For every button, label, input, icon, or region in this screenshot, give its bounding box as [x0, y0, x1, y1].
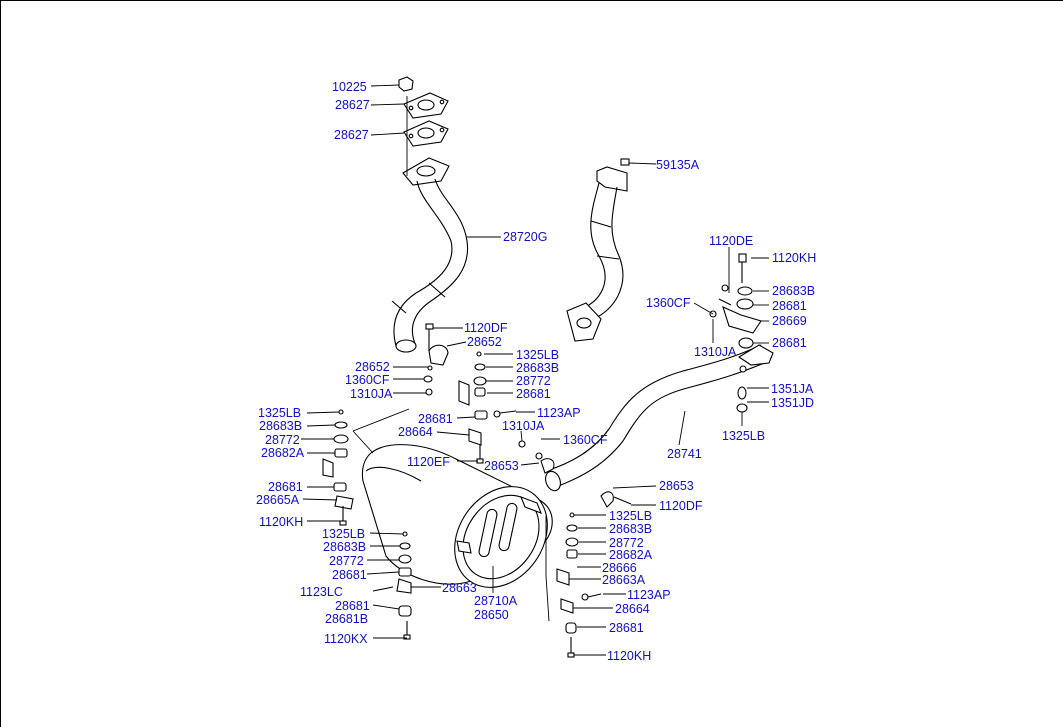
part-label: 1325LB [322, 527, 365, 541]
nut-10225 [398, 76, 414, 92]
part-label: 28772 [265, 433, 300, 447]
part-label: 28772 [329, 554, 364, 568]
part-label: 28653 [659, 479, 694, 493]
tail-pipe [545, 344, 774, 492]
center-pipe [566, 158, 630, 342]
part-label: 28653 [484, 459, 519, 473]
part-label: 1120DF [659, 499, 703, 513]
part-label: 28682A [261, 446, 305, 460]
part-label: 1310JA [694, 345, 737, 359]
part-label: 28663 [442, 581, 477, 595]
part-label: 10225 [332, 80, 367, 94]
part-label: 1120EF [407, 455, 450, 469]
gasket-upper [403, 92, 449, 119]
part-label: 1351JA [771, 382, 814, 396]
part-label: 28669 [772, 314, 807, 328]
part-label: 28652 [467, 335, 502, 349]
part-label: 28681 [268, 480, 303, 494]
leader-lines [301, 84, 769, 656]
part-label: 28664 [615, 602, 650, 616]
part-label: 28650 [474, 608, 509, 622]
part-label: 28681 [516, 387, 551, 401]
part-label: 28681 [772, 336, 807, 350]
muffler [361, 444, 553, 588]
part-label: 28682A [609, 548, 653, 562]
part-label: 28683B [516, 361, 559, 375]
part-label: 1325LB [258, 406, 301, 420]
part-label: 28681 [335, 599, 370, 613]
part-label: 1120KX [324, 632, 368, 646]
part-label: 28664 [398, 425, 433, 439]
gasket-lower [403, 120, 449, 147]
part-labels: 10225 28627 28627 28720G 59135A 1120DE 1… [256, 80, 816, 663]
part-label: 28681 [332, 568, 367, 582]
front-pipe [391, 157, 469, 353]
part-label: 1123AP [537, 406, 581, 420]
part-label: 1120KH [607, 649, 651, 663]
part-label: 28627 [334, 128, 369, 142]
center-hangers [423, 351, 543, 464]
part-label: 28663A [602, 573, 646, 587]
part-label: 28741 [667, 447, 702, 461]
part-label: 28683B [772, 284, 815, 298]
part-label: 28710A [474, 594, 518, 608]
part-label: 59135A [656, 158, 700, 172]
part-label: 1120KH [259, 515, 303, 529]
part-label: 28681 [609, 621, 644, 635]
part-label: 28665A [256, 493, 300, 507]
part-label: 1120DE [709, 234, 753, 248]
part-label: 1351JD [771, 396, 814, 410]
part-label: 1360CF [646, 296, 691, 310]
part-label: 28772 [609, 536, 644, 550]
part-label: 28683B [259, 419, 302, 433]
part-label: 1123AP [627, 588, 671, 602]
part-label: 1325LB [609, 509, 652, 523]
part-label: 1310JA [350, 387, 393, 401]
parts-drawing [322, 76, 774, 658]
part-label: 28683B [609, 522, 652, 536]
part-label: 28681 [772, 299, 807, 313]
part-label: 1123LC [300, 585, 343, 599]
part-label: 1120KH [772, 251, 816, 265]
part-label: 1360CF [345, 373, 390, 387]
left-hangers [322, 409, 354, 526]
clamps [425, 323, 632, 508]
part-label: 28681 [418, 412, 453, 426]
hanger-bracket [709, 253, 762, 349]
lower-left-hangers [372, 531, 412, 640]
part-label: 28772 [516, 374, 551, 388]
part-label: 28681B [325, 612, 368, 626]
part-label: 28683B [323, 540, 366, 554]
part-label: 1325LB [516, 348, 559, 362]
part-label: 28627 [335, 98, 370, 112]
part-label: 1310JA [502, 419, 545, 433]
part-label: 28720G [503, 230, 547, 244]
part-label: 1120DF [464, 321, 508, 335]
part-label: 28652 [355, 360, 390, 374]
lower-right-hangers [556, 512, 602, 658]
part-label: 1325LB [722, 429, 765, 443]
part-label: 28666 [602, 561, 637, 575]
part-label: 1360CF [563, 433, 608, 447]
